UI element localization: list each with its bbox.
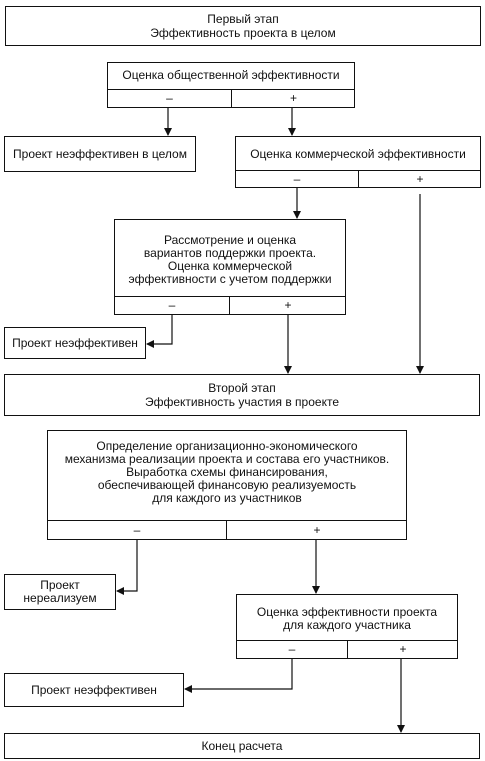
mechanism-label: Определение организационно-экономическог… [64, 439, 390, 505]
ineffective-label-2: Проект неэффективен [31, 683, 157, 697]
commercial-efficiency-label: Оценка коммерческой эффективности [250, 147, 466, 161]
participant-eval-box: Оценка эффективности проекта для каждого… [236, 594, 458, 659]
ineffective-box-1: Проект неэффективен [4, 327, 146, 359]
unrealizable-box: Проект нереализуем [4, 574, 116, 610]
arrow-support-minus [146, 315, 173, 348]
participant-minus: – [288, 642, 296, 656]
mechanism-split [226, 520, 227, 540]
ineffective-box-2: Проект неэффективен [4, 673, 184, 707]
participant-eval-label: Оценка эффективности проекта для каждого… [256, 605, 438, 632]
stage2-box: Второй этап Эффективность участия в прое… [4, 374, 480, 416]
ineffective-label-1: Проект неэффективен [12, 336, 138, 350]
support-split [229, 296, 230, 315]
stage2-subtitle: Эффективность участия в проекте [145, 395, 339, 409]
ineffective-whole-label: Проект неэффективен в целом [13, 147, 187, 161]
support-options-label: Рассмотрение и оценка вариантов поддержк… [128, 233, 332, 286]
stage1-box: Первый этап Эффективность проекта в цело… [5, 6, 481, 46]
social-efficiency-label: Оценка общественной эффективности [122, 68, 340, 82]
commercial-split [358, 170, 359, 188]
support-plus: + [284, 298, 292, 312]
arrow-mechanism-minus [116, 540, 138, 595]
ineffective-whole-box: Проект неэффективен в целом [4, 136, 196, 172]
support-minus: – [168, 298, 176, 312]
social-plus: + [289, 91, 297, 105]
unrealizable-label: Проект нереализуем [23, 578, 97, 605]
social-minus: – [166, 91, 173, 105]
arrow-participant-minus [184, 659, 293, 693]
support-divider [115, 296, 345, 297]
end-box: Конец расчета [4, 733, 480, 759]
mechanism-box: Определение организационно-экономическог… [47, 430, 407, 540]
support-options-box: Рассмотрение и оценка вариантов поддержк… [114, 219, 346, 315]
end-label: Конец расчета [201, 739, 283, 753]
social-split [231, 89, 232, 108]
stage2-title: Второй этап [208, 381, 276, 395]
commercial-plus: + [416, 172, 424, 186]
participant-split [347, 640, 348, 659]
participant-plus: + [399, 642, 407, 656]
commercial-efficiency-box: Оценка коммерческой эффективности – + [235, 136, 481, 188]
mechanism-minus: – [133, 523, 141, 537]
commercial-minus: – [293, 172, 301, 186]
mechanism-plus: + [313, 523, 321, 537]
mechanism-divider [48, 520, 406, 521]
social-efficiency-box: Оценка общественной эффективности – + [107, 62, 355, 108]
stage1-title: Первый этап [207, 12, 279, 26]
stage1-subtitle: Эффективность проекта в целом [150, 26, 336, 40]
